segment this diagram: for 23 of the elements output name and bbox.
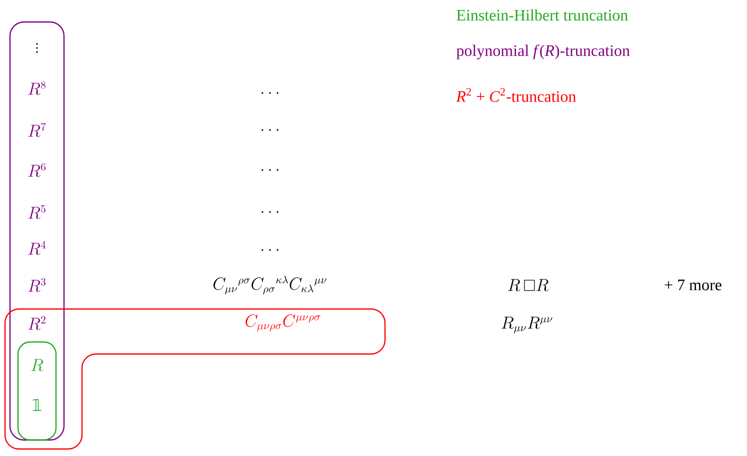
term-label: $\dots$ bbox=[262, 129, 278, 131]
term-label: $R^8$ bbox=[28, 81, 46, 96]
legend-entry: Einstein-Hilbert truncation bbox=[456, 9, 628, 21]
term-label: $R^5$ bbox=[28, 205, 46, 220]
term-label: $R$ bbox=[31, 359, 44, 372]
term-label: $R^4$ bbox=[28, 240, 46, 256]
term-label: $R^3$ bbox=[28, 278, 46, 292]
term-label: $\dots$ bbox=[262, 249, 278, 251]
term-label: $C_{\mu\nu}{}^{\rho\sigma}C_{\rho\sigma}{}^{\kappa\lambda}C_{\kappa\lambda}{}^{\mu\nu}$ bbox=[214, 276, 326, 295]
term-label: $\dots$ bbox=[262, 169, 278, 171]
term-label: $\vdots$ bbox=[36, 43, 38, 53]
term-label: + 7 more bbox=[664, 280, 722, 290]
term-label: $C_{\mu\nu\rho\sigma}C^{\mu\nu\rho\sigma}$ bbox=[246, 314, 320, 332]
term-label: 𝟙 bbox=[32, 399, 42, 411]
term-label: $\dots$ bbox=[262, 211, 278, 213]
term-label: $\dots$ bbox=[262, 92, 278, 94]
legend-entry: R$^{2}$ + C$^{2}$-truncation bbox=[456, 88, 576, 102]
legend-entry: polynomial f(R)-truncation bbox=[456, 44, 630, 60]
term-label: $R^7$ bbox=[28, 123, 46, 138]
term-label: $R^6$ bbox=[28, 163, 46, 178]
term-label: $R\,\Box R$ bbox=[508, 279, 548, 292]
term-label: $R_{\mu\nu}R^{\mu\nu}$ bbox=[502, 316, 552, 334]
term-label: $R^2$ bbox=[28, 316, 46, 330]
